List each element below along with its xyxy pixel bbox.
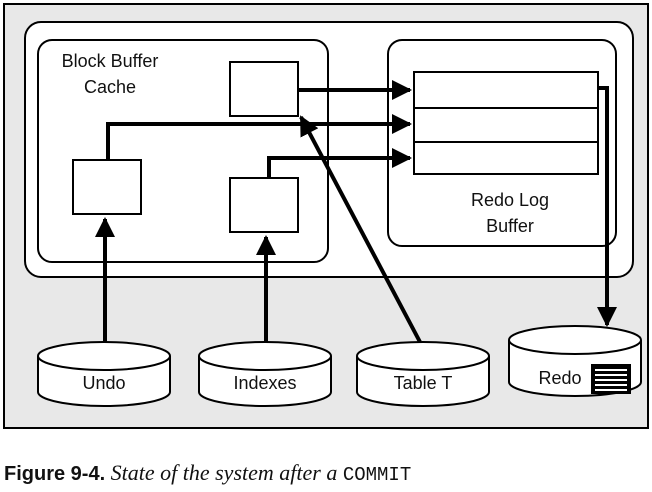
table-t-datafile: Table T (356, 341, 490, 407)
indexes-datafile: Indexes (198, 341, 332, 407)
indexes-datafile-label: Indexes (233, 373, 296, 393)
redo-log-buffer-label-line2: Buffer (486, 216, 534, 236)
figure-caption: Figure 9-4. State of the system after a … (4, 460, 411, 486)
figure-number: Figure 9-4. (4, 463, 106, 485)
redo-logfile: Redo (508, 325, 642, 397)
redo-entry-3 (413, 141, 599, 175)
redo-logfile-label: Redo (538, 368, 581, 388)
arrow-redo-buffer-to-redo-logfile (597, 86, 617, 327)
arrow-table-file-to-table-block (299, 115, 422, 343)
arrow-undo-block-to-redo-entry-2 (106, 114, 412, 160)
undo-datafile-label: Undo (82, 373, 125, 393)
redo-log-buffer-label-line1: Redo Log (471, 190, 549, 210)
undo-datafile: Undo (37, 341, 171, 407)
figure-caption-keyword: COMMIT (342, 464, 412, 486)
redo-entry-1 (413, 71, 599, 109)
arrow-index-block-to-redo-entry-3 (267, 148, 412, 178)
redo-entry-2 (413, 107, 599, 143)
undo-block (72, 159, 142, 215)
table-block (229, 61, 299, 117)
index-block (229, 177, 299, 233)
block-buffer-cache-label-line1: Block Buffer (62, 51, 159, 71)
log-lines-icon (591, 364, 631, 394)
table-t-datafile-label: Table T (394, 373, 453, 393)
figure-caption-text: State of the system after a (110, 460, 338, 485)
commit-state-diagram: Block Buffer Cache Redo Log Buffer Undo … (3, 3, 649, 429)
block-buffer-cache-label-line2: Cache (84, 77, 136, 97)
